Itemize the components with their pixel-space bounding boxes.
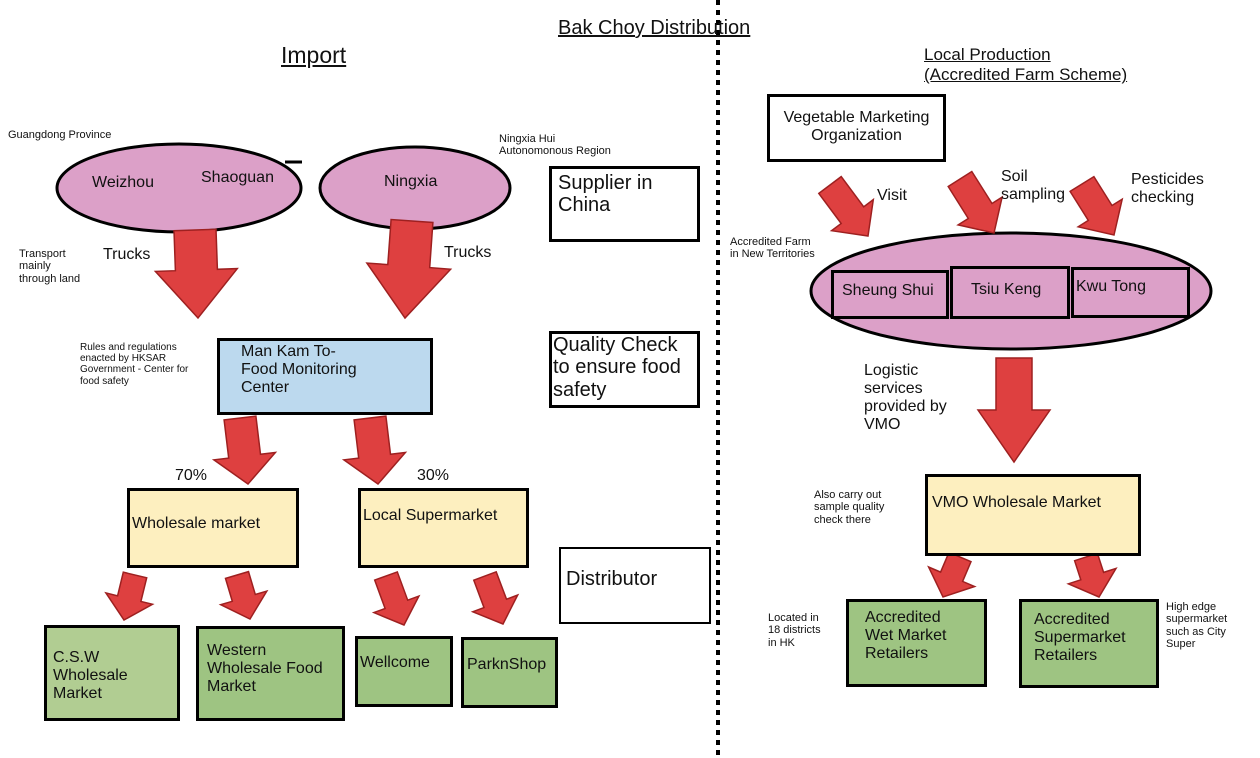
arrow-soil-sampling [947,170,1004,234]
arrow-supermarket-to-parknshop [470,570,520,625]
transport-note: Transport mainly through land [19,248,81,285]
soil-sampling-label: Soil sampling [1001,168,1066,203]
arrow-pesticides [1069,175,1124,236]
farm-ellipse [809,231,1213,351]
parknshop-box: ParknShop [461,637,558,708]
districts-note: Located in 18 districts in HK [768,612,821,649]
local-heading-line2: (Accredited Farm Scheme) [924,65,1128,85]
visit-label: Visit [877,187,907,204]
import-heading: Import [281,42,347,68]
arrow-wholesale-to-csw [104,571,155,621]
trucks-right-label: Trucks [444,244,492,261]
food-monitoring-center: Man Kam To- Food Monitoring Center [217,338,433,415]
western-wholesale-box: Western Wholesale Food Market [196,626,345,721]
local-heading-line1: Local Production [924,45,1051,64]
trucks-left-label: Trucks [103,246,151,263]
pct-70-label: 70% [175,467,208,484]
pesticides-label: Pesticides checking [1131,171,1204,206]
diagram-title: Bak Choy Distribution [558,17,751,39]
arrow-center-to-wholesale [211,415,278,486]
supplier-stage-box: Supplier in China [549,166,700,242]
wet-market-retailers-box: Accredited Wet Market Retailers [846,599,987,687]
rules-note: Rules and regulations enacted by HKSAR G… [80,342,189,387]
arrow-center-to-supermarket [341,415,408,486]
wholesale-market-box: Wholesale market [127,488,299,568]
arrow-wholesale-to-western [218,570,269,620]
high-edge-note: High edge supermarket such as City Super [1166,601,1228,650]
ningxia-region-label: Ningxia Hui Autonomonous Region [499,133,611,158]
farm-sheung-shui: Sheung Shui [831,270,949,319]
quality-stage-box: Quality Check to ensure food safety [549,331,700,408]
local-heading: Local Production(Accredited Farm Scheme) [924,45,1127,86]
wellcome-box: Wellcome [355,636,453,707]
arrow-supermarket-to-wellcome [371,570,421,626]
arrow-farm-to-vmo-market [976,357,1052,464]
weizhou-label: Weizhou [92,174,154,191]
sample-check-note: Also carry out sample quality check ther… [814,489,885,526]
vmo-organization-box: Vegetable Marketing Organization [767,94,946,162]
pct-30-label: 30% [417,467,450,484]
csw-wholesale-box: C.S.W Wholesale Market [44,625,180,721]
farm-tsiu-keng: Tsiu Keng [950,266,1070,319]
logistics-label: Logistic services provided by VMO [864,362,947,433]
arrow-ningxia-to-center [365,218,453,320]
farm-note: Accredited Farm in New Territories [730,236,815,261]
local-supermarket-box: Local Supermarket [358,488,529,568]
vmo-wholesale-box: VMO Wholesale Market [925,474,1141,556]
supermarket-retailers-box: Accredited Supermarket Retailers [1019,599,1159,688]
guangdong-label: Guangdong Province [8,129,112,141]
arrow-guangdong-to-center [153,228,239,320]
arrow-vmo-to-wet-market [927,551,977,598]
shaoguan-label: Shaoguan [201,169,274,186]
ningxia-label: Ningxia [384,173,438,190]
distributor-stage-box: Distributor [559,547,711,624]
arrow-visit [817,175,875,237]
farm-kwu-tong: Kwu Tong [1071,267,1190,318]
arrow-vmo-to-supermarket [1066,552,1118,598]
